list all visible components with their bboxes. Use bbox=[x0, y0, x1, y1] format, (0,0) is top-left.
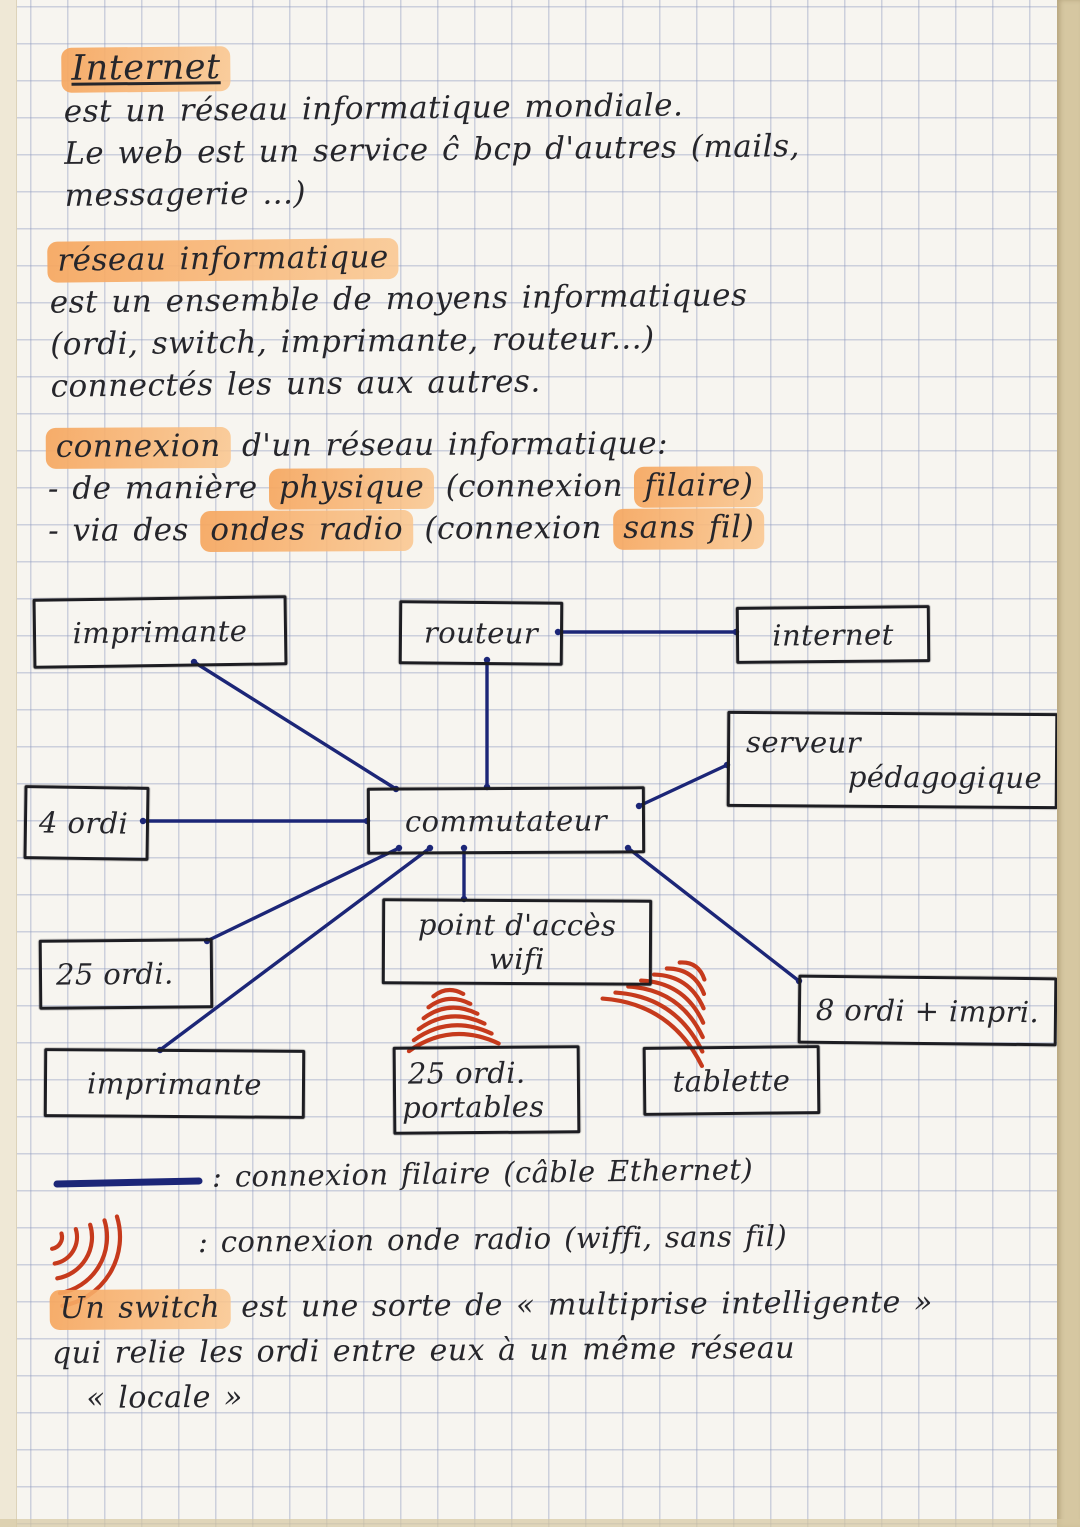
text-segment: - de manière bbox=[47, 469, 272, 507]
highlighted-text: ondes radio bbox=[200, 509, 414, 553]
text-segment: qui relie les ordi entre eux à un même r… bbox=[51, 1330, 796, 1372]
diagram-node-imprimante-bas: imprimante bbox=[43, 1048, 306, 1119]
page-bottom-edge bbox=[0, 1519, 1080, 1527]
connection-line-commutateur-serveur-pedagogique bbox=[637, 763, 729, 808]
page-left-margin bbox=[0, 0, 17, 1527]
diagram-node-internet: internet bbox=[735, 605, 931, 664]
note-line: Internet bbox=[61, 40, 799, 93]
legend-onde-radio-label: : connexion onde radio (wiffi, sans fil) bbox=[197, 1218, 788, 1260]
node-label: 25 ordi. bbox=[55, 956, 174, 992]
node-label: routeur bbox=[423, 615, 539, 651]
radio-wave-arc bbox=[664, 966, 707, 997]
diagram-node-commutateur: commutateur bbox=[366, 786, 646, 855]
note-line: messagerie ...) bbox=[64, 167, 800, 217]
radio-wave-arc bbox=[426, 996, 473, 1010]
node-label: serveur bbox=[746, 724, 862, 760]
diagram-node-tablette: tablette bbox=[642, 1045, 821, 1116]
radio-wave-arc bbox=[421, 1005, 480, 1021]
radio-wave-arc bbox=[416, 1014, 487, 1032]
diagram-node-quatre-ordi: 4 ordi bbox=[23, 785, 150, 861]
note-line: Un switch est une sorte de « multiprise … bbox=[49, 1280, 933, 1331]
radio-wave-arc bbox=[677, 960, 707, 982]
node-label: imprimante bbox=[86, 1065, 262, 1102]
connection-line-commutateur-vingt-cinq-ordi bbox=[205, 846, 401, 943]
note-line: (ordi, switch, imprimante, routeur...) bbox=[50, 316, 748, 365]
text-segment: - via des bbox=[48, 512, 203, 549]
ethernet-line-icon bbox=[53, 1177, 203, 1188]
node-label: internet bbox=[772, 616, 894, 653]
text-segment: connectés les uns aux autres. bbox=[50, 363, 541, 405]
legend-filaire-label: : connexion filaire (câble Ethernet) bbox=[211, 1152, 754, 1194]
highlighted-text: Internet bbox=[61, 46, 231, 93]
text-segment: messagerie ...) bbox=[64, 175, 307, 214]
text-segment: « locale » bbox=[86, 1379, 243, 1416]
page-right-edge bbox=[1057, 0, 1080, 1527]
note-line: réseau informatique bbox=[47, 232, 747, 283]
radio-wave-arc bbox=[651, 972, 706, 1011]
radio-wave-arc bbox=[49, 1231, 65, 1251]
node-label: point d'accès bbox=[417, 907, 617, 943]
diagram-node-imprimante-haut: imprimante bbox=[32, 595, 288, 669]
node-label: tablette bbox=[672, 1062, 791, 1099]
text-segment: (connexion bbox=[432, 467, 637, 505]
node-label: commutateur bbox=[404, 802, 608, 839]
node-label: portables bbox=[402, 1089, 545, 1125]
radio-wave-arc bbox=[52, 1227, 80, 1266]
highlighted-text: réseau informatique bbox=[47, 237, 400, 283]
node-label: 25 ordi. bbox=[407, 1055, 526, 1091]
node-label: imprimante bbox=[72, 613, 248, 651]
diagram-node-routeur: routeur bbox=[398, 600, 564, 666]
note-line: qui relie les ordi entre eux à un même r… bbox=[52, 1325, 933, 1376]
text-segment: est une sorte de « multiprise intelligen… bbox=[228, 1284, 933, 1325]
note-line: - de manière physique (connexion filaire… bbox=[47, 464, 764, 510]
text-segment: Le web est un service ĉ bcp d'autres (ma… bbox=[64, 128, 801, 172]
radio-wave-arc bbox=[55, 1222, 95, 1281]
text-segment: (connexion bbox=[410, 509, 616, 547]
note-line: « locale » bbox=[52, 1370, 933, 1421]
diagram-node-vingt-cinq-ordi: 25 ordi. bbox=[38, 938, 214, 1010]
text-segment: est un ensemble de moyens informatiques bbox=[49, 277, 748, 321]
highlighted-text: Un switch bbox=[49, 1288, 231, 1331]
highlighted-text: physique bbox=[268, 467, 435, 510]
note-connexion: connexion d'un réseau informatique:- de … bbox=[45, 422, 765, 553]
radio-wave-arc bbox=[411, 1023, 494, 1043]
connection-line-commutateur-huit-ordi-impri bbox=[626, 846, 801, 983]
connection-line-imprimante-haut-commutateur bbox=[192, 660, 398, 791]
note-line: - via des ondes radio (connexion sans fi… bbox=[48, 506, 765, 553]
radio-wave-arc bbox=[431, 987, 466, 999]
node-label: 4 ordi bbox=[38, 805, 129, 841]
note-line: Le web est un service ĉ bcp d'autres (ma… bbox=[64, 125, 800, 175]
diagram-node-huit-ordi-impri: 8 ordi + impri. bbox=[797, 974, 1058, 1047]
diagram-node-ordi-portables: 25 ordi.portables bbox=[392, 1045, 581, 1135]
radio-wave-arc bbox=[613, 990, 705, 1054]
node-label: wifi bbox=[488, 941, 545, 977]
node-label: 8 ordi + impri. bbox=[815, 992, 1040, 1029]
note-line: connexion d'un réseau informatique: bbox=[45, 422, 762, 469]
highlighted-text: filaire) bbox=[634, 466, 764, 508]
text-segment: d'un réseau informatique: bbox=[228, 425, 669, 464]
note-line: est un ensemble de moyens informatiques bbox=[50, 274, 748, 323]
highlighted-text: sans fil) bbox=[613, 508, 765, 550]
note-switch: Un switch est une sorte de « multiprise … bbox=[49, 1280, 934, 1421]
text-segment: est un réseau informatique mondiale. bbox=[63, 87, 684, 130]
highlighted-text: connexion bbox=[45, 426, 231, 469]
text-segment: (ordi, switch, imprimante, routeur...) bbox=[50, 320, 655, 363]
wifi-waves-left bbox=[406, 987, 501, 1054]
note-line: connectés les uns aux autres. bbox=[50, 358, 748, 407]
node-label: pédagogique bbox=[847, 759, 1043, 796]
